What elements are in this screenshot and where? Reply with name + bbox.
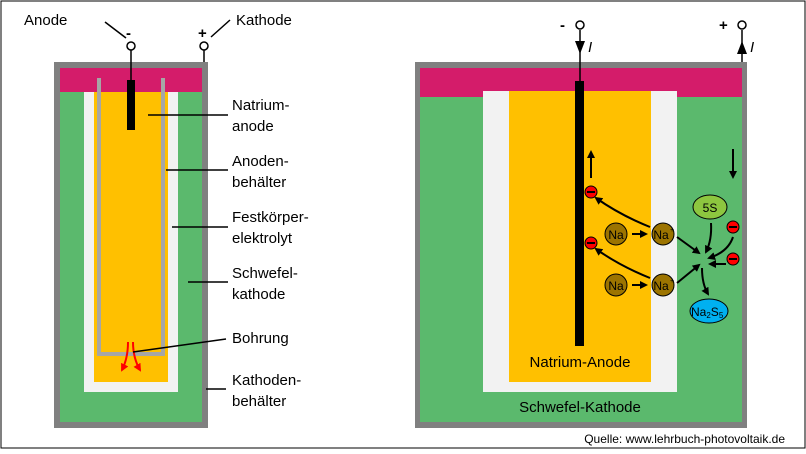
sodium-anode [94, 92, 168, 382]
minus-sign: - [126, 25, 131, 42]
source-credit: Quelle: www.lehrbuch-photovoltaik.de [584, 432, 785, 446]
right-cell: - I + I Na Na Na+ Na+ 5S Na2S5 Natrium [415, 17, 754, 428]
cathode-terminal-label: Kathode [236, 12, 292, 29]
anode-terminal [126, 41, 136, 51]
current-label-plus: I [750, 39, 754, 56]
label-anode-container-2: behälter [232, 174, 286, 191]
sodium-polysulfide: Na2S5 [689, 298, 729, 324]
sodium-atom: Na [604, 273, 628, 297]
plus-sign: + [198, 25, 207, 42]
label-bore: Bohrung [232, 330, 289, 347]
svg-text:Na2S5: Na2S5 [691, 305, 724, 320]
plus-sign: + [719, 17, 728, 34]
svg-text:+: + [670, 227, 674, 234]
svg-text:Na: Na [653, 228, 669, 242]
svg-text:Na: Na [608, 279, 624, 293]
minus-terminal [575, 20, 585, 30]
sodium-ion: Na+ [651, 273, 675, 297]
sodium-ion: Na+ [651, 222, 675, 246]
sodium-atom: Na [604, 222, 628, 246]
label-sodium-anode-2: anode [232, 118, 274, 135]
anode-electrode [575, 81, 584, 346]
label-electrolyte-1: Festkörper- [232, 209, 309, 226]
svg-text:5S: 5S [703, 201, 718, 215]
label-sulfur-cathode-2: kathode [232, 286, 285, 303]
svg-text:+: + [670, 278, 674, 285]
label-electrolyte-2: elektrolyt [232, 230, 293, 247]
label-sulfur-cathode-1: Schwefel- [232, 265, 298, 282]
minus-sign: - [560, 17, 565, 34]
label-sodium-anode-1: Natrium- [232, 97, 290, 114]
current-down-arrow-icon [575, 41, 585, 54]
electron [584, 236, 598, 250]
anode-container [97, 78, 165, 356]
left-cell: Anode - Kathode + Natrium- anode Anoden-… [24, 12, 309, 428]
sulfur-cathode-label: Schwefel-Kathode [519, 399, 641, 416]
current-up-arrow-icon [737, 41, 747, 54]
anode-electrode [127, 80, 135, 130]
electron [726, 252, 740, 266]
current-label-minus: I [588, 39, 592, 56]
cathode-terminal [199, 41, 209, 51]
anode-terminal-label: Anode [24, 12, 67, 29]
label-cathode-container-2: behälter [232, 393, 286, 410]
electron [584, 185, 598, 199]
sulfur-molecule: 5S [692, 194, 728, 220]
sodium-anode-label: Natrium-Anode [530, 354, 631, 371]
svg-text:Na: Na [653, 279, 669, 293]
svg-text:Na: Na [608, 228, 624, 242]
label-cathode-container-1: Kathoden- [232, 372, 301, 389]
plus-terminal [737, 20, 747, 30]
label-anode-container-1: Anoden- [232, 153, 289, 170]
electron [726, 220, 740, 234]
